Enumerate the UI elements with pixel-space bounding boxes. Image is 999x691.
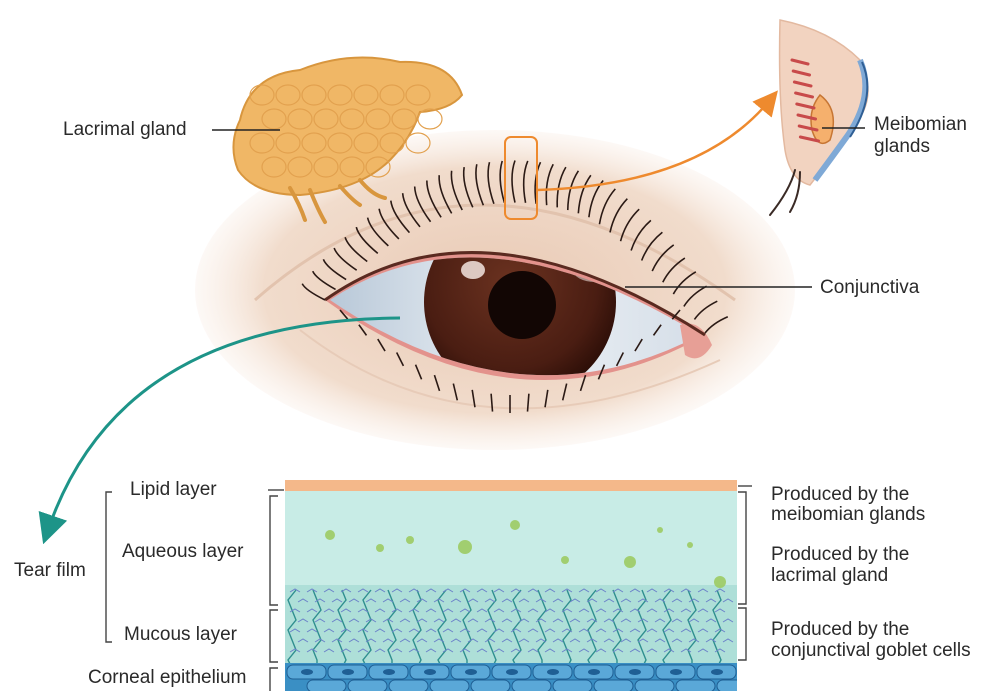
- meibomian-glands-label-line1: Meibomian: [874, 114, 967, 136]
- mucous-source-line1: Produced by the: [771, 619, 909, 641]
- cell-nucleus: [424, 669, 436, 675]
- aqueous-layer-band: [285, 490, 737, 590]
- epithelial-cell: [471, 680, 510, 691]
- cell-nucleus: [670, 669, 682, 675]
- tear-film-label: Tear film: [14, 560, 86, 582]
- aqueous-particle: [561, 556, 569, 564]
- cell-nucleus: [342, 669, 354, 675]
- aqueous-layer-label: Aqueous layer: [122, 541, 243, 563]
- epithelial-cell: [676, 680, 715, 691]
- aqueous-particle: [458, 540, 472, 554]
- epithelial-cell: [717, 680, 756, 691]
- lipid-layer-label: Lipid layer: [130, 479, 217, 501]
- cell-nucleus: [547, 669, 559, 675]
- aqueous-particle: [510, 520, 520, 530]
- aqueous-particle: [406, 536, 414, 544]
- meibomian-glands-label-line2: glands: [874, 136, 930, 158]
- lipid-source-line1: Produced by the: [771, 484, 909, 506]
- cell-nucleus: [506, 669, 518, 675]
- epithelial-cell: [430, 680, 469, 691]
- lacrimal-gland-label: Lacrimal gland: [63, 119, 187, 141]
- mucous-layer-label: Mucous layer: [124, 624, 237, 646]
- cell-nucleus: [301, 669, 313, 675]
- corneal-epithelium-cells: [285, 663, 756, 691]
- cell-nucleus: [711, 669, 723, 675]
- left-brackets: [106, 490, 284, 691]
- epithelial-cell: [635, 680, 674, 691]
- lipid-source-line2: meibomian glands: [771, 504, 925, 526]
- aqueous-particle: [687, 542, 693, 548]
- aqueous-particle: [376, 544, 384, 552]
- epithelial-cell: [389, 680, 428, 691]
- mucous-source-line2: conjunctival goblet cells: [771, 640, 971, 662]
- aqueous-particle: [657, 527, 663, 533]
- epithelial-cell: [348, 680, 387, 691]
- cell-nucleus: [383, 669, 395, 675]
- epithelial-cell: [594, 680, 633, 691]
- aqueous-particle: [325, 530, 335, 540]
- cell-nucleus: [629, 669, 641, 675]
- epithelial-cell: [553, 680, 592, 691]
- epithelial-cell: [307, 680, 346, 691]
- cell-nucleus: [588, 669, 600, 675]
- tear-film-section: [285, 480, 756, 691]
- conjunctiva-label: Conjunctiva: [820, 277, 919, 299]
- right-brackets: [738, 486, 752, 660]
- aqueous-source-line2: lacrimal gland: [771, 565, 888, 587]
- aqueous-particle: [624, 556, 636, 568]
- pupil: [488, 271, 556, 339]
- cell-nucleus: [465, 669, 477, 675]
- aqueous-source-line1: Produced by the: [771, 544, 909, 566]
- aqueous-particle: [714, 576, 726, 588]
- epithelial-cell: [512, 680, 551, 691]
- corneal-epithelium-label: Corneal epithelium: [88, 667, 246, 689]
- meibomian-gland-inset: [770, 20, 868, 215]
- gland-lobule: [418, 109, 442, 129]
- lipid-layer-band: [285, 480, 737, 491]
